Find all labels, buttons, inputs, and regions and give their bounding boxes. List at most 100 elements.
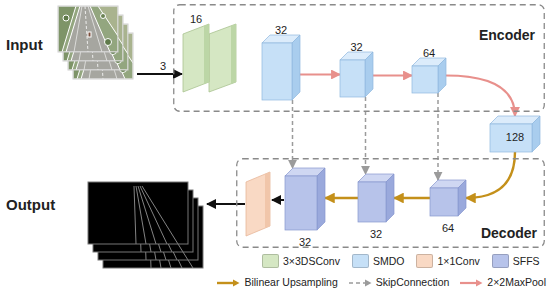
legend-text: Bilinear Upsampling [244,276,337,289]
block-front [285,176,317,230]
legend-line-sample [459,278,483,288]
legend-text: SFFS [513,255,540,268]
legend-swatch [352,254,369,268]
stage-frame: Decoder 64 32 32 [236,158,545,248]
block-side [317,168,325,230]
block-front [430,188,458,216]
block-top [490,116,540,124]
label-holder: 3 [160,56,166,74]
input-arrow [137,73,182,75]
channel-number: 32 [350,41,362,53]
feature-block: 64 [412,58,446,93]
legend-text: SkipConnection [376,276,450,289]
channel-number: 64 [442,222,454,234]
legend-item: SMDO [352,254,405,268]
legend-line [460,281,478,283]
block-shape [285,168,325,230]
legend-text: 3×3DSConv [283,255,340,268]
legend-text: 2×2MaxPool [487,276,546,289]
label-holder: Decoder [481,224,537,242]
block-shape [340,52,373,97]
legend-text: 1×1Conv [437,255,479,268]
slab-side [204,24,209,84]
label-holder: 32 [262,20,300,38]
block-side [365,52,373,97]
label-holder: 128 [490,116,540,152]
label-holder: 16 [183,9,209,27]
block-front [490,124,532,152]
legend-item: 3×3DSConv [262,254,340,268]
legend-line-sample [216,278,240,288]
maxpool-arrow [446,76,515,117]
legend-item: Bilinear Upsampling [216,276,337,289]
input-label: Input [6,36,43,53]
block-front [358,182,386,222]
block-shape [183,24,209,92]
block-front [340,60,365,97]
legend-swatch [416,254,433,268]
block-side [438,58,446,93]
legend-arrowhead [365,279,372,286]
skip-connection [365,97,367,174]
stage-title: Encoder [479,27,535,43]
channel-number: 3 [160,60,166,72]
feature-block: 32 [340,52,373,97]
output-arrow [207,203,245,205]
label-holder: 32 [285,232,325,250]
legend-arrowhead [476,279,483,286]
legend-arrowhead [233,279,240,286]
block-shape [430,180,466,216]
legend-line [349,282,367,284]
legend-line [217,281,235,283]
block-side [386,174,394,222]
legend-row: 3×3DSConv SMDO 1×1Conv SFFS [262,254,540,268]
upsampling-arrow [325,197,358,199]
output-label: Output [6,196,55,213]
feature-block: 64 [430,180,466,216]
output-stack [88,182,203,268]
skip-connection [437,93,439,180]
skip-connection [292,100,294,168]
block-side [458,180,466,216]
legend-item: 2×2MaxPool [459,276,546,289]
channel-number: 32 [275,24,287,36]
frame-outline [237,159,545,248]
input-stack [58,6,133,79]
second-conv-slab [209,24,236,92]
channel-number: 32 [370,228,382,240]
channel-number: 64 [423,47,435,59]
label-holder: 64 [412,43,446,61]
legend-swatch [492,254,509,268]
block-shape [262,35,300,100]
channel-number: 16 [190,13,202,25]
maxpool-arrow [373,74,412,76]
label-holder: 64 [430,218,466,236]
channel-number: 128 [506,131,524,144]
label-holder: Input [6,36,43,54]
block-front [262,43,292,100]
legend-item: 1×1Conv [416,254,479,268]
pointwise-conv-slab [246,172,270,236]
slab-face [183,24,209,92]
block-side [532,116,540,152]
conv-layer: 16 [183,24,209,92]
stage-frame: Encoder16323264 [173,4,545,112]
legend-item: SkipConnection [348,276,450,289]
channel-number: 32 [299,236,311,248]
feature-block: 32 [262,35,300,100]
feature-block: 32 [285,168,325,230]
block-front [412,66,438,93]
block-shape [412,58,446,93]
legend-line-sample [348,278,372,288]
legend-row: Bilinear Upsampling SkipConnection 2×2MaxP… [216,276,546,289]
stage-title: Decoder [481,225,537,241]
feature-block: 32 [358,174,394,222]
label-holder: Output [6,196,55,214]
head-arrow [272,199,284,201]
frame-outline [174,5,545,112]
legend-swatch [262,254,279,268]
label-holder: 32 [340,37,373,55]
legend-item: SFFS [492,254,540,268]
feature-block: 128 [490,116,540,152]
block-shape [358,174,394,222]
